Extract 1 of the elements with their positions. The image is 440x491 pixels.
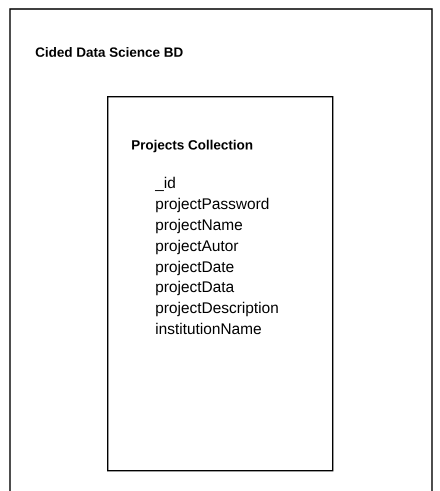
collection-box: Projects Collection _id projectPassword projectName projectAutor projectDate projectData projectDescription institutionName <box>107 96 334 472</box>
